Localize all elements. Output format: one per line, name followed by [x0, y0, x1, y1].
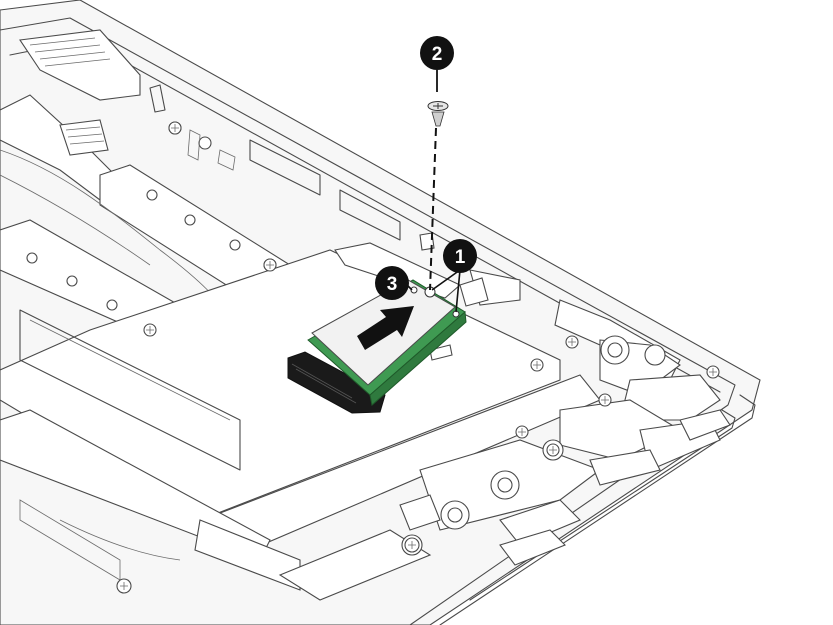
callout-badge-3: 3 [375, 266, 409, 300]
heat-pipe-assembly [0, 29, 291, 351]
screw-icon [168, 121, 182, 135]
screw-icon [530, 358, 544, 372]
callout-label-3: 3 [387, 274, 398, 295]
callout-label-2: 2 [432, 44, 443, 65]
wwan-module [287, 279, 467, 414]
screw-icon [598, 393, 612, 407]
screw-icon [404, 537, 420, 553]
callout-badge-1: 1 [443, 239, 477, 273]
screw-path-line [429, 127, 437, 291]
screw-icon [263, 258, 277, 272]
screw-icon [515, 425, 529, 439]
chassis-screws [116, 121, 720, 594]
screw-icon [116, 578, 132, 594]
callout-badge-2: 2 [420, 36, 454, 70]
screw-icon [546, 443, 560, 457]
callout-label-1: 1 [455, 247, 466, 268]
screw-icon [565, 335, 579, 349]
screw-icon [427, 101, 449, 127]
screw-icon [143, 323, 157, 337]
arrow-icon [357, 306, 414, 350]
screw-icon [706, 365, 720, 379]
